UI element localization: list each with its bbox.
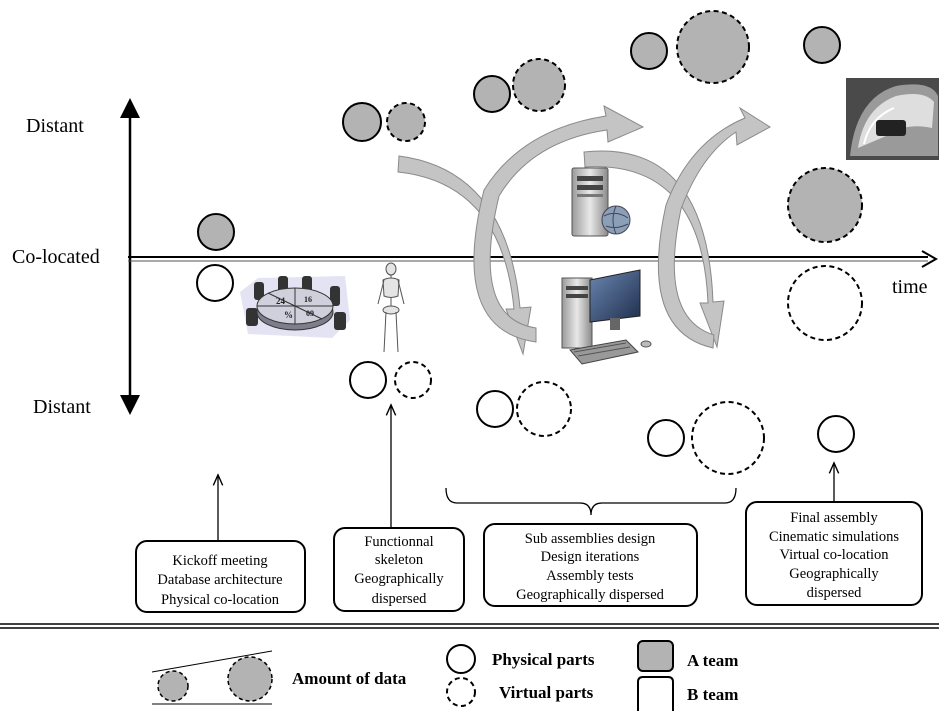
team-circles <box>196 10 863 475</box>
sub-assembly-bracket <box>445 487 737 516</box>
virtual-parts-symbol <box>446 677 476 707</box>
phase-line: Physical co-location <box>161 592 280 608</box>
a-team-physical-circle <box>197 213 235 251</box>
axis-label-top-distant: Distant <box>26 115 84 137</box>
b-team-virtual-circle <box>787 265 863 341</box>
b-team-swatch <box>637 676 674 711</box>
a-team-virtual-circle <box>512 58 566 112</box>
legend-b-team: B team <box>687 685 738 704</box>
phase-line: Database architecture <box>157 572 282 588</box>
b-team-physical-circle <box>349 361 387 399</box>
svg-text:09: 09 <box>306 309 314 318</box>
phase-line: Cinematic simulations <box>769 529 899 545</box>
a-team-physical-circle <box>630 32 668 70</box>
phase-box-subassembly: Sub assemblies design Design iterations … <box>483 523 698 607</box>
b-team-virtual-circle <box>516 381 572 437</box>
b-team-physical-circle <box>647 419 685 457</box>
phase-line: Geographically <box>789 566 879 582</box>
a-team-virtual-circle <box>386 102 426 142</box>
meeting-table-icon: 24 16 09 % <box>240 276 350 338</box>
a-team-physical-circle <box>803 26 841 64</box>
phase-line: Sub assemblies design <box>525 531 656 547</box>
phase-line: Functionnal <box>364 534 433 550</box>
phase-box-final: Final assembly Cinematic simulations Vir… <box>745 501 923 606</box>
physical-parts-symbol <box>446 644 476 674</box>
svg-text:%: % <box>284 310 293 320</box>
b-team-virtual-circle <box>394 361 432 399</box>
amount-of-data-symbol <box>151 650 273 705</box>
svg-text:24: 24 <box>276 296 286 306</box>
b-team-virtual-circle <box>691 401 765 475</box>
iteration-arrow-up-2 <box>657 106 771 349</box>
svg-text:16: 16 <box>304 295 312 304</box>
phase-line: Design iterations <box>541 549 640 565</box>
b-team-physical-circle <box>476 390 514 428</box>
legend-a-team: A team <box>687 651 738 670</box>
phase-line: Kickoff meeting <box>172 553 267 569</box>
b-team-physical-circle <box>196 264 234 302</box>
axis-label-bottom-distant: Distant <box>33 396 91 418</box>
legend-separator <box>0 623 939 629</box>
iteration-arrow-down-2 <box>583 150 725 349</box>
a-team-virtual-circle <box>676 10 750 84</box>
a-team-physical-circle <box>473 75 511 113</box>
b-team-physical-circle <box>817 415 855 453</box>
phase-line: Final assembly <box>790 510 878 526</box>
car-interior-icon <box>846 78 939 160</box>
time-axis <box>128 250 939 268</box>
phase-line: dispersed <box>807 585 863 601</box>
legend-physical-parts: Physical parts <box>492 650 595 669</box>
phase-line: skeleton <box>375 552 424 568</box>
iteration-arrow-up-1 <box>473 105 645 343</box>
phase-line: Virtual co-location <box>779 547 889 563</box>
skeleton-icon <box>377 262 405 353</box>
a-team-virtual-circle <box>787 167 863 243</box>
phase-line: Geographically <box>354 571 444 587</box>
phase-box-skeleton: Functionnal skeleton Geographically disp… <box>333 527 465 612</box>
phase-line: dispersed <box>372 591 428 607</box>
workstation-icon <box>561 269 652 365</box>
a-team-physical-circle <box>342 102 382 142</box>
phase-line: Geographically dispersed <box>516 587 665 603</box>
phase-line: Assembly tests <box>546 568 634 584</box>
legend-virtual-parts: Virtual parts <box>499 683 594 702</box>
a-team-swatch <box>637 640 674 672</box>
phase-box-kickoff: Kickoff meeting Database architecture Ph… <box>135 540 306 613</box>
axis-label-co-located: Co-located <box>12 246 100 268</box>
legend-amount-of-data: Amount of data <box>292 669 407 688</box>
iteration-arrows <box>397 105 771 356</box>
axis-label-time: time <box>892 276 928 298</box>
legend: Amount of data Physical parts Virtual pa… <box>151 640 738 711</box>
server-globe-icon <box>571 167 631 237</box>
